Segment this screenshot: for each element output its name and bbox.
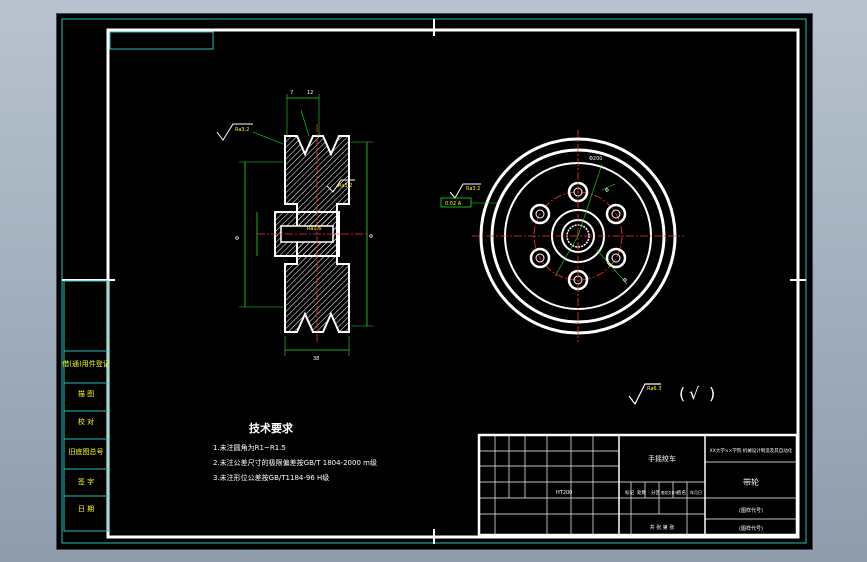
left-label-3: 旧底图总号 [69, 447, 104, 456]
pulley-side-view: 7 12 Ra3.2 Ra3.2 Ra1.6 Φ Φ 38 [216, 90, 375, 362]
finish-symbol-note: Ra6.3 ( √ ) [628, 383, 715, 406]
symbol-bracket-close: ) [709, 384, 715, 403]
symbol-bracket-open: ( [679, 384, 685, 403]
left-label-0: 借(通)用件登记 [62, 359, 109, 368]
pulley-front-view: Φ200 Φ Φ Ra3.2 0.02 A [440, 130, 684, 342]
tech-item-0: 1.未注圆角为R1~R1.5 [213, 443, 286, 452]
dia-left: Φ [235, 236, 241, 240]
dim-bottom-width: 38 [313, 356, 319, 362]
title-number-cell: (图样代号) [739, 525, 763, 532]
rough-hub: Ra1.6 [307, 226, 321, 232]
tech-item-1: 2.未注公差尺寸的极限偏差按GB/T 1804-2000 m级 [213, 458, 377, 467]
left-label-4: 签 字 [78, 477, 94, 486]
title-row-label-0: 标记 [625, 489, 634, 496]
title-row-label-5: 年月日 [690, 489, 702, 495]
left-label-5: 日 期 [78, 505, 94, 513]
title-row-label-3: 更改文件号 [661, 490, 679, 495]
tech-requirements: 技术要求 1.未注圆角为R1~R1.5 2.未注公差尺寸的极限偏差按GB/T 1… [213, 421, 377, 482]
symbol-check: √ [689, 384, 700, 403]
front-d3: Φ [623, 278, 627, 284]
title-scale-cell: (图样代号) [739, 507, 763, 514]
left-label-column: 借(通)用件登记 描 图 校 对 旧底图总号 签 字 日 期 [62, 280, 110, 532]
tech-item-2: 3.未注形位公差按GB/T1184-96 H级 [213, 473, 329, 482]
title-project: XX大学××学院 机械设计制造及其自动化 [710, 447, 793, 454]
cad-drawing: 借(通)用件登记 描 图 校 对 旧底图总号 签 字 日 期 [61, 18, 807, 544]
outer-frame [61, 18, 807, 544]
dim-top-b: 12 [307, 90, 313, 96]
title-company: 手摇绞车 [648, 454, 676, 463]
title-row-label-1: 处数 [637, 489, 646, 496]
title-row-label-4: 签名 [677, 489, 686, 496]
drawing-sheet: 借(通)用件登记 描 图 校 对 旧底图总号 签 字 日 期 [56, 13, 813, 550]
title-row-label-2: 分区 [651, 489, 660, 496]
dia-right: Φ [369, 234, 375, 238]
front-d2: Φ [605, 188, 609, 194]
front-tol: 0.02 A [445, 201, 462, 207]
rough-right: Ra3.2 [338, 183, 352, 189]
inner-frame [106, 28, 800, 539]
title-part-name: 带轮 [743, 477, 759, 487]
title-block: 手摇绞车 XX大学××学院 机械设计制造及其自动化 带轮 HT200 (图样代号… [477, 433, 799, 537]
title-sheet-note: 共 张 第 张 [650, 524, 675, 531]
front-rough: Ra3.2 [466, 186, 480, 192]
code-box [109, 31, 214, 50]
rough-top: Ra3.2 [235, 127, 249, 133]
symbol-rough: Ra6.3 [647, 386, 661, 392]
front-d1: Φ200 [589, 156, 602, 162]
dim-top-a: 7 [290, 90, 293, 96]
left-label-2: 校 对 [78, 417, 94, 426]
left-label-1: 描 图 [78, 389, 94, 398]
title-material: HT200 [556, 490, 572, 496]
tech-title: 技术要求 [249, 421, 294, 435]
